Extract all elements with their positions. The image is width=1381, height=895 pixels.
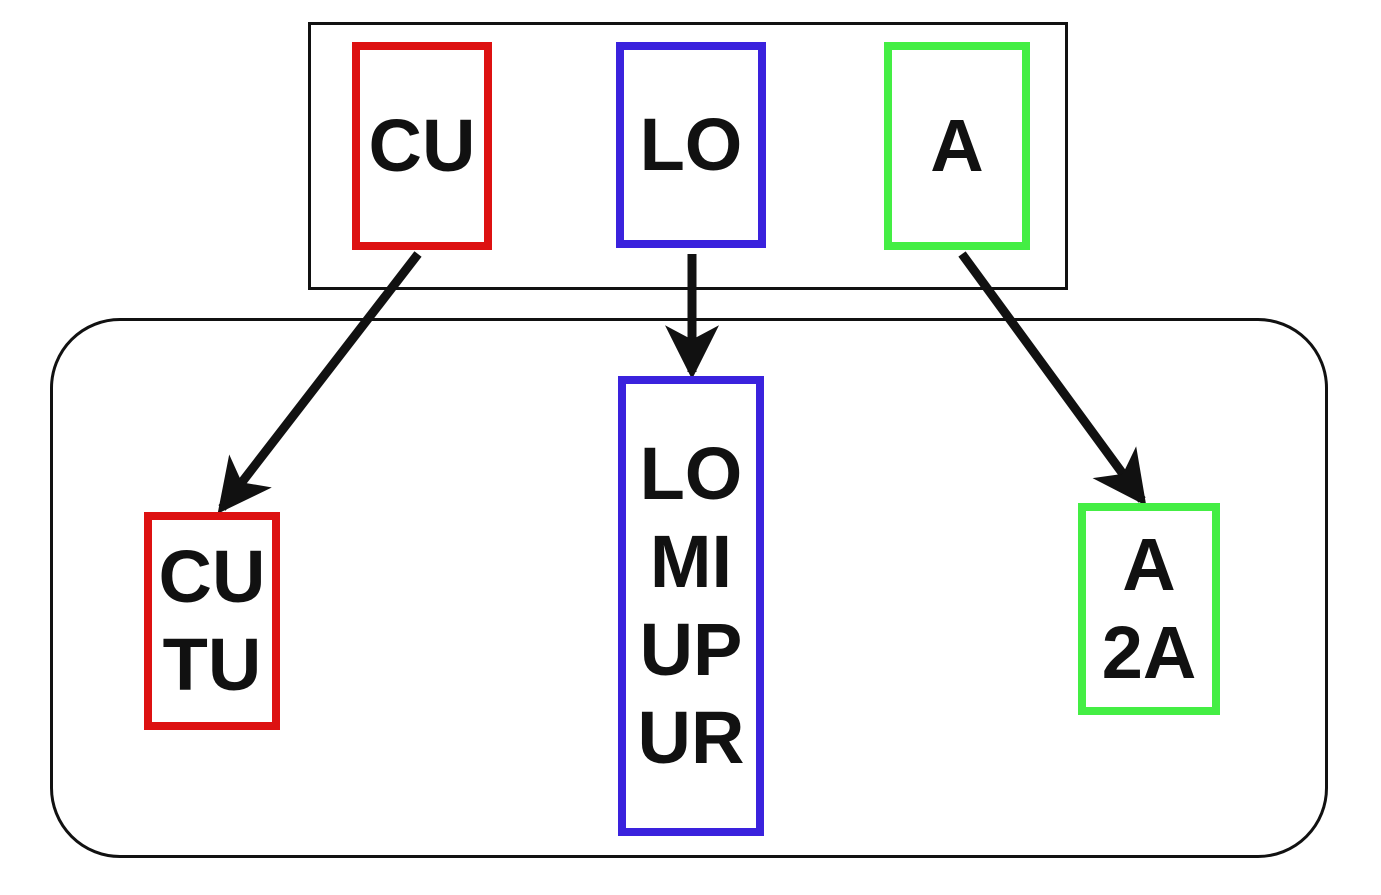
node-cu: CU (352, 42, 492, 250)
node-lo-label: LO (639, 103, 743, 186)
node-lo-mi-up-ur-line-2: MI (649, 520, 733, 603)
node-lo-mi-up-ur: LO MI UP UR (618, 376, 764, 836)
node-lo: LO (616, 42, 766, 248)
node-cu-tu: CU TU (144, 512, 280, 730)
node-lo-mi-up-ur-line-4: UR (637, 696, 745, 779)
node-lo-mi-up-ur-line-1: LO (639, 432, 743, 515)
node-a-2a-line-2: 2A (1101, 611, 1197, 694)
node-lo-mi-up-ur-line-3: UP (639, 608, 743, 691)
node-a-2a: A 2A (1078, 503, 1220, 715)
node-a: A (884, 42, 1030, 250)
node-a-2a-line-1: A (1122, 523, 1176, 606)
node-cu-tu-line-2: TU (162, 623, 262, 706)
node-a-label: A (930, 104, 984, 187)
node-cu-tu-line-1: CU (158, 535, 266, 618)
node-cu-label: CU (368, 104, 476, 187)
